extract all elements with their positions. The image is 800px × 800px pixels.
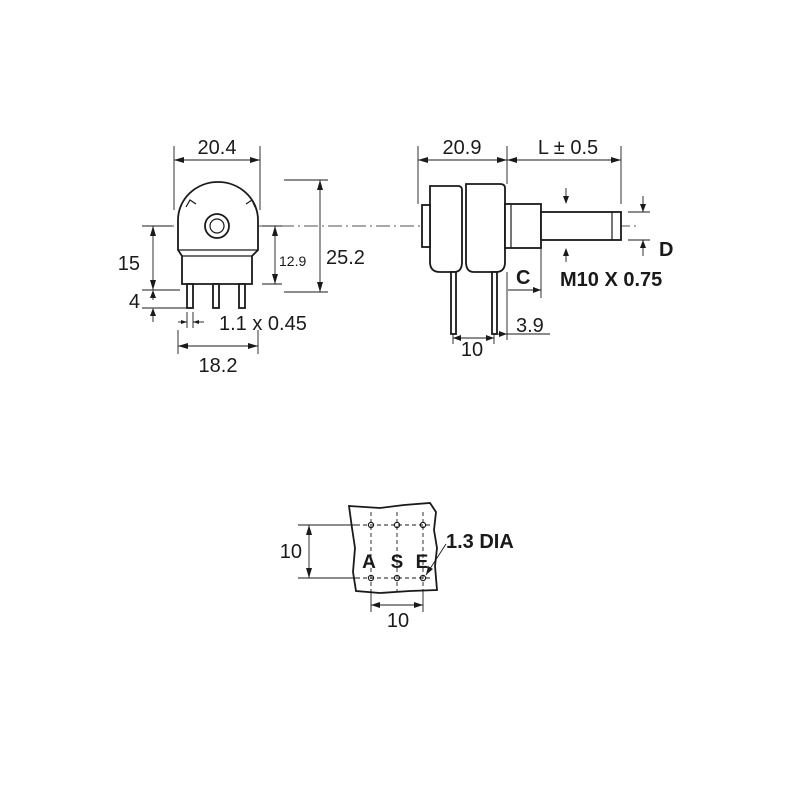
dim-hole-dia: 1.3 DIA bbox=[425, 531, 514, 576]
dim-hole-dia-label: 1.3 DIA bbox=[446, 531, 514, 553]
dim-pin-spacing-label: 10 bbox=[461, 339, 483, 361]
dim-inner-height: 12.9 bbox=[262, 225, 306, 285]
dim-width-top-label: 20.4 bbox=[198, 137, 237, 159]
dim-inner-height-label: 12.9 bbox=[279, 253, 306, 269]
dim-pin-length: 4 bbox=[129, 290, 186, 322]
dim-shaft-dia: D bbox=[628, 196, 673, 261]
dim-height-left: 15 bbox=[118, 225, 180, 291]
dim-pin-spacing: 10 bbox=[452, 334, 495, 361]
side-pin-rear bbox=[450, 271, 457, 335]
dim-width-bottom-label: 18.2 bbox=[199, 355, 238, 377]
side-rear-cap bbox=[421, 204, 431, 248]
front-tab-right bbox=[245, 199, 256, 208]
side-rear-section bbox=[429, 185, 463, 273]
front-view: 20.4 15 4 12.9 bbox=[118, 137, 640, 377]
pcb-layout: A S E 1.3 DIA 10 10 bbox=[280, 502, 514, 632]
dim-pin-size: 1.1 x 0.45 bbox=[178, 312, 307, 335]
dim-pin-offset: 3.9 bbox=[497, 272, 550, 340]
dim-shaft-length: L ± 0.5 bbox=[507, 137, 622, 204]
dim-thread: M10 X 0.75 bbox=[560, 188, 662, 291]
dim-pin-offset-label: 3.9 bbox=[516, 315, 544, 337]
dim-total-height: 25.2 bbox=[284, 179, 365, 293]
shaft-circle-inner bbox=[209, 218, 225, 234]
pin-label-e: E bbox=[416, 552, 429, 573]
dim-width-bottom: 18.2 bbox=[177, 330, 259, 377]
pin-a bbox=[186, 283, 194, 309]
dim-thread-label: M10 X 0.75 bbox=[560, 269, 662, 291]
dim-total-height-label: 25.2 bbox=[326, 247, 365, 269]
dim-body-width: 20.9 bbox=[417, 137, 508, 204]
dim-pcb-width-label: 10 bbox=[387, 610, 409, 632]
dim-pin-length-label: 4 bbox=[129, 291, 140, 313]
pin-label-a: A bbox=[362, 552, 376, 573]
shaft bbox=[540, 211, 622, 241]
pin-s bbox=[212, 283, 220, 309]
shaft-circle-outer bbox=[204, 213, 230, 239]
dim-bushing-length-label: C bbox=[516, 267, 530, 289]
side-front-section bbox=[465, 183, 506, 273]
dim-pcb-width: 10 bbox=[370, 592, 424, 632]
dim-shaft-dia-label: D bbox=[659, 239, 673, 261]
pcb-holes bbox=[367, 521, 427, 582]
dim-height-left-label: 15 bbox=[118, 253, 140, 275]
pcb-board-outline bbox=[347, 502, 438, 594]
pin-e bbox=[238, 283, 246, 309]
dim-bushing-length: C bbox=[508, 248, 542, 298]
dim-body-width-label: 20.9 bbox=[443, 137, 482, 159]
side-view: 20.9 L ± 0.5 D M10 X 0.75 bbox=[417, 137, 673, 361]
dim-pin-size-label: 1.1 x 0.45 bbox=[219, 313, 307, 335]
dim-pcb-height: 10 bbox=[280, 524, 356, 579]
dim-width-top: 20.4 bbox=[173, 137, 261, 210]
side-pin-front bbox=[491, 271, 498, 335]
dim-shaft-length-label: L ± 0.5 bbox=[538, 137, 598, 159]
dim-pcb-height-label: 10 bbox=[280, 541, 302, 563]
pin-label-s: S bbox=[391, 552, 404, 573]
front-pins bbox=[186, 283, 246, 309]
front-tab-left bbox=[185, 199, 197, 208]
